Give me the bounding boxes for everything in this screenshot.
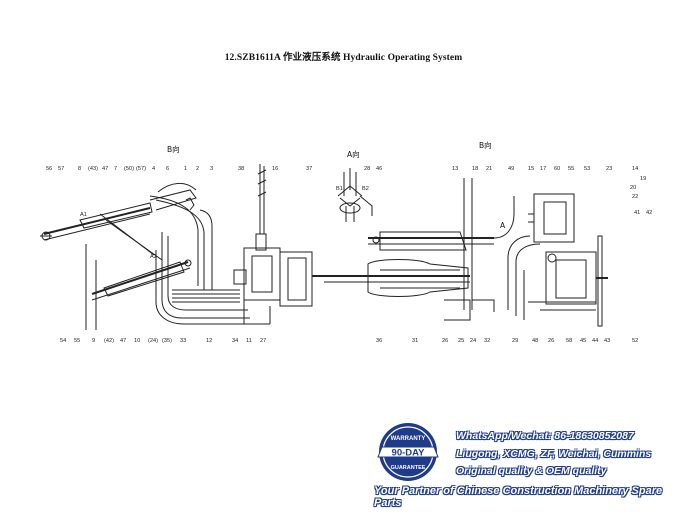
callout-label: 6 <box>166 166 169 172</box>
view-label-b-right: B向 <box>479 141 492 150</box>
callout-label: 26 <box>442 338 448 344</box>
callout-label: 48 <box>532 338 538 344</box>
callout-label: 38 <box>238 166 244 172</box>
ad-contact-line: WhatsApp/Wechat: 86-18630852087 <box>456 430 634 442</box>
callout-label: (43) <box>88 166 98 172</box>
callout-label: 15 <box>528 166 534 172</box>
ad-brands-line: Liugong, XCMG, ZF, Weichai, Cummins <box>456 448 652 460</box>
callout-label: 10 <box>134 338 140 344</box>
callout-label: 45 <box>580 338 586 344</box>
callout-label: B1 <box>336 186 343 192</box>
callout-label: 16 <box>272 166 278 172</box>
view-marker-a: A <box>500 221 506 230</box>
stamp-bottom-text: GUARANTEE <box>391 465 426 471</box>
callout-label: 33 <box>180 338 186 344</box>
callout-label: B2 <box>362 186 369 192</box>
center-a-view-lines <box>337 168 373 222</box>
callouts-left-bottom: 54 55 9 (42) 47 10 (24) (35) 33 34 11 12… <box>60 338 266 344</box>
callouts-left-side: A1 A2 <box>80 212 157 260</box>
callout-label: 32 <box>484 338 490 344</box>
callout-label: 58 <box>566 338 572 344</box>
callout-label: 13 <box>452 166 458 172</box>
view-label-b-left: B向 <box>167 145 180 154</box>
callout-label: 17 <box>540 166 546 172</box>
callouts-left-top: 56 57 8 (43) 47 7 (50) (57) 4 6 1 2 3 38… <box>46 166 312 172</box>
callout-label: 36 <box>376 338 382 344</box>
ad-quality-line: Original quality & OEM quality <box>456 465 607 477</box>
callout-label: (50) <box>124 166 134 172</box>
title-english: Hydraulic Operating System <box>343 53 463 63</box>
callout-label: 19 <box>640 176 646 182</box>
callout-label: 24 <box>470 338 476 344</box>
callout-label: 2 <box>196 166 199 172</box>
callout-label: 12 <box>206 338 212 344</box>
callout-label: 28 <box>364 166 370 172</box>
callout-label: A1 <box>80 212 87 218</box>
callout-label: 14 <box>632 166 638 172</box>
callout-label: 9 <box>92 338 95 344</box>
callout-label: 53 <box>584 166 590 172</box>
callout-label: 55 <box>568 166 574 172</box>
callout-label: 18 <box>472 166 478 172</box>
callout-label: 25 <box>458 338 464 344</box>
callout-label: 21 <box>486 166 492 172</box>
callout-label: (24) <box>148 338 158 344</box>
callout-label: 3 <box>210 166 213 172</box>
right-view-lines <box>324 178 608 327</box>
callouts-right-bottom: 36 31 26 25 24 32 29 48 26 58 45 44 43 5… <box>376 338 638 344</box>
callout-label: 41 <box>634 210 640 216</box>
callout-label: 43 <box>604 338 610 344</box>
title-code: 12.SZB1611A <box>224 53 281 63</box>
callout-label: 20 <box>630 185 636 191</box>
callout-label: 60 <box>554 166 560 172</box>
left-view-lines <box>40 164 328 330</box>
callouts-right-top: 13 18 21 49 15 17 60 55 53 23 14 19 20 2… <box>452 166 652 216</box>
page-title: 12.SZB1611A 作业液压系统 Hydraulic Operating S… <box>0 49 687 63</box>
view-label-a: A向 <box>347 150 360 159</box>
title-chinese: 作业液压系统 <box>282 52 341 63</box>
callout-label: 49 <box>508 166 514 172</box>
callout-label: 29 <box>512 338 518 344</box>
callout-label: A2 <box>150 254 157 260</box>
stamp-middle-text: 90-DAY <box>392 448 426 459</box>
callout-label: 57 <box>58 166 64 172</box>
callout-label: 46 <box>376 166 382 172</box>
callout-label: 7 <box>114 166 117 172</box>
callout-label: 54 <box>60 338 66 344</box>
callout-label: 34 <box>232 338 238 344</box>
callout-label: (42) <box>104 338 114 344</box>
warranty-stamp-icon: WARRANTY 90-DAY GUARANTEE <box>377 423 439 481</box>
callout-label: 37 <box>306 166 312 172</box>
callout-label: (57) <box>136 166 146 172</box>
callouts-center: 28 46 B1 B2 <box>336 166 382 192</box>
callout-label: 8 <box>78 166 81 172</box>
callout-label: 22 <box>632 194 638 200</box>
callout-label: 11 <box>246 338 252 344</box>
callout-label: 42 <box>646 210 652 216</box>
callout-label: 52 <box>632 338 638 344</box>
callout-label: 44 <box>592 338 598 344</box>
callout-label: 4 <box>152 166 155 172</box>
ad-slogan-line: Your Partner of Chinese Construction Mac… <box>374 485 663 509</box>
callout-label: 27 <box>260 338 266 344</box>
callout-label: 47 <box>102 166 108 172</box>
callout-label: 55 <box>74 338 80 344</box>
callout-label: 23 <box>606 166 612 172</box>
callout-label: (35) <box>162 338 172 344</box>
callout-label: 31 <box>412 338 418 344</box>
callout-label: 26 <box>548 338 554 344</box>
callout-label: 47 <box>120 338 126 344</box>
callout-label: 56 <box>46 166 52 172</box>
callout-label: 1 <box>184 166 187 172</box>
stamp-top-text: WARRANTY <box>391 436 426 442</box>
